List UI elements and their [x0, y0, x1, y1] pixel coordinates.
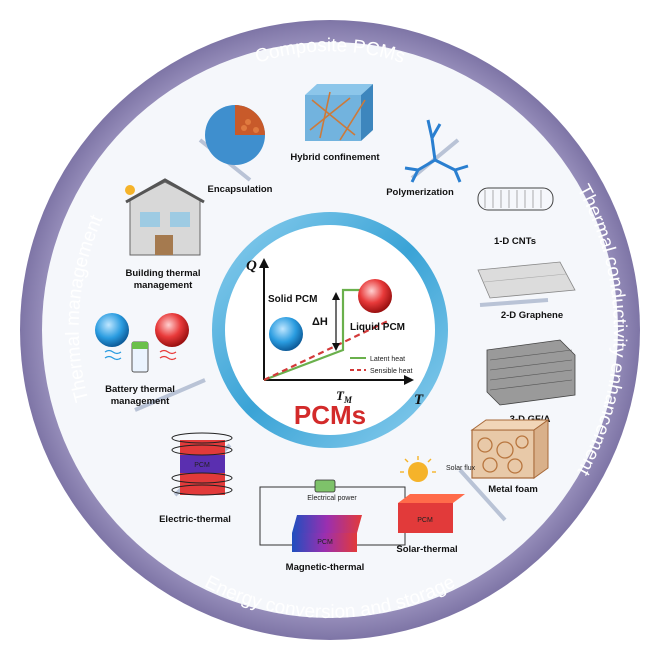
electric-thermal-label: Electric-thermal	[159, 514, 231, 525]
solar-flux-label: Solar flux	[446, 465, 476, 472]
battery-label-line1: Battery thermal	[105, 384, 175, 395]
liquid-pcm-label: Liquid PCM	[350, 322, 405, 333]
solar-thermal-illustration: Solar flux PCM	[398, 456, 476, 533]
building-label-line2: management	[134, 280, 193, 291]
pcm-block-label-solar: PCM	[417, 517, 433, 524]
x-axis-label: T	[414, 392, 424, 408]
solid-pcm-label: Solid PCM	[268, 294, 317, 305]
encapsulation-label: Encapsulation	[208, 184, 273, 195]
delta-h-label: ΔH	[312, 316, 328, 328]
battery-illustration	[95, 313, 189, 373]
building-label-line1: Building thermal	[126, 268, 201, 279]
legend-sensible-label: Sensible heat	[370, 368, 412, 375]
gfa-illustration	[486, 339, 576, 406]
electrical-power-label: Electrical power	[307, 495, 357, 502]
hybrid-confinement-illustration	[305, 84, 373, 141]
legend-latent-label: Latent heat	[370, 356, 405, 363]
y-axis-label: Q	[246, 258, 257, 274]
cnt-illustration	[477, 187, 554, 211]
magnetic-thermal-label: Magnetic-thermal	[286, 562, 365, 573]
building-illustration	[125, 178, 205, 256]
center-disc	[225, 225, 435, 435]
graphene-label: 2-D Graphene	[501, 310, 563, 321]
metal-foam-label: Metal foam	[488, 484, 538, 495]
liquid-pcm-particle	[358, 279, 392, 313]
electric-thermal-illustration: PCM	[171, 432, 233, 496]
pcm-block-label-magnetic: PCM	[317, 539, 333, 546]
phase-change-plot: Q T ΔH TM Solid PCM Liquid PCM Latent he…	[246, 258, 424, 408]
polymerization-illustration	[404, 119, 469, 183]
solar-thermal-label: Solar-thermal	[396, 544, 457, 555]
center-title: PCMs	[294, 400, 366, 430]
battery-label-line2: management	[111, 396, 170, 407]
solid-pcm-particle	[269, 317, 303, 351]
encapsulation-illustration	[205, 105, 265, 165]
tm-label: TM	[336, 388, 353, 405]
hybrid-confinement-label: Hybrid confinement	[290, 152, 380, 163]
sensible-heat-curve	[263, 319, 391, 381]
cnt-label: 1-D CNTs	[494, 236, 536, 247]
metal-foam-illustration	[470, 419, 550, 479]
graphene-illustration	[477, 261, 576, 299]
polymerization-label: Polymerization	[386, 187, 454, 198]
pcm-block-label-electric: PCM	[194, 462, 210, 469]
